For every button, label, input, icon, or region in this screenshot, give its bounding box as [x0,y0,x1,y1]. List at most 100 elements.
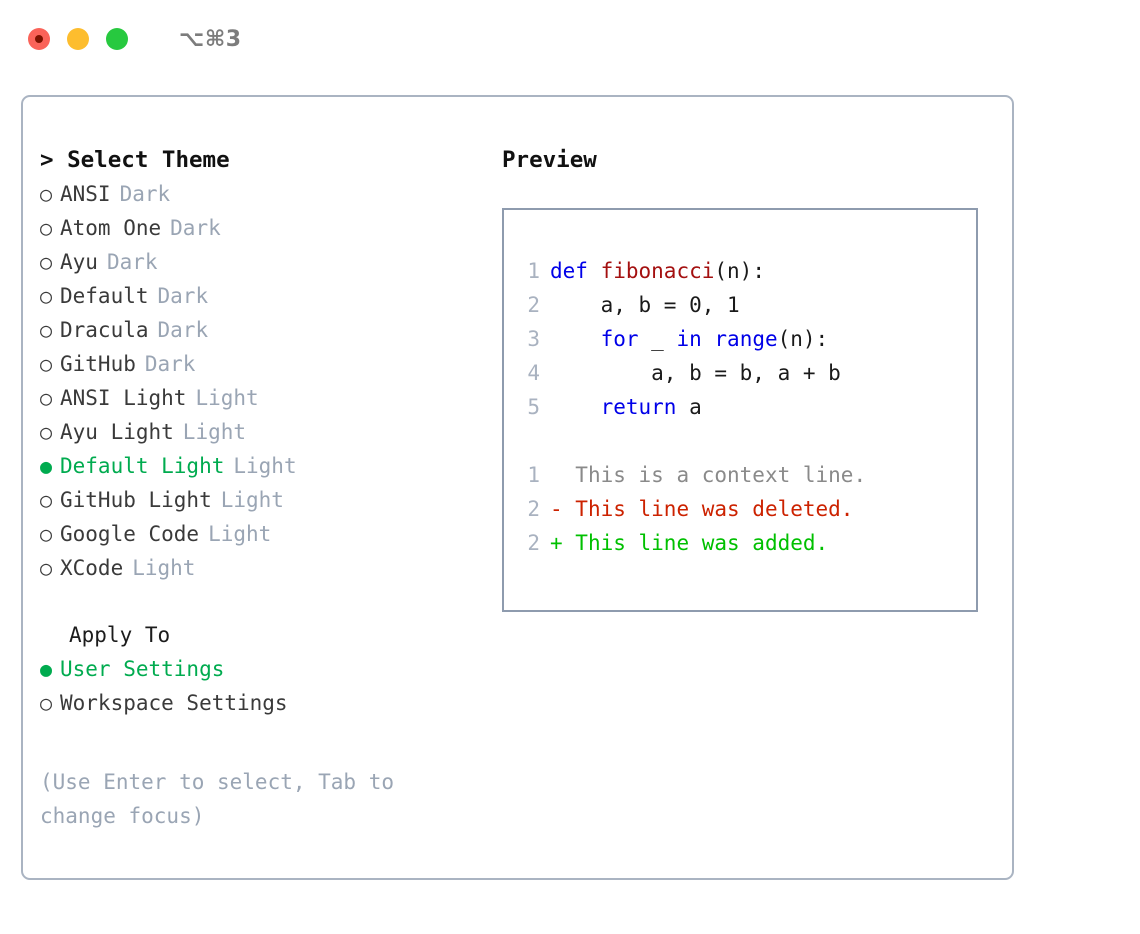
theme-option-label: Dracula [60,318,149,342]
diff-line-text: This is a context line. [562,463,867,487]
theme-option-label: Default Light [60,454,225,478]
theme-option-tag: Dark [157,284,209,308]
traffic-lights [28,28,128,50]
code-token: _ [638,327,677,351]
title-bar: ⌥⌘3 [0,0,1140,78]
theme-option-label: GitHub Light [60,488,212,512]
theme-option[interactable]: ○ Ayu Light Light [40,415,500,449]
apply-to-group: Apply To ●User Settings○Workspace Settin… [40,618,500,720]
select-theme-header: > Select Theme [40,147,230,173]
apply-to-label: Apply To [69,623,171,647]
code-token [550,395,601,419]
apply-to-list[interactable]: ●User Settings○Workspace Settings [40,652,500,720]
radio-unselected-icon: ○ [40,284,53,308]
code-line-text: def fibonacci(n): [550,254,765,288]
radio-unselected-icon: ○ [40,386,53,410]
code-line: 4 a, b = b, a + b [504,356,976,390]
theme-option[interactable]: ○ Dracula Dark [40,313,500,347]
theme-option-label: ANSI [60,182,111,206]
code-line-text: a, b = 0, 1 [550,288,740,322]
radio-unselected-icon: ○ [40,182,53,206]
radio-unselected-icon: ○ [40,488,53,512]
diff-line-text: This line was added. [562,531,829,555]
code-spacer [504,424,976,458]
code-line-number: 3 [527,327,540,351]
code-token: a, b = b, a + b [550,361,841,385]
apply-to-option[interactable]: ○Workspace Settings [40,686,500,720]
theme-option-tag: Light [233,454,297,478]
zoom-button[interactable] [106,28,128,50]
theme-option-tag: Light [208,522,272,546]
recording-dot-icon [35,35,43,43]
theme-option-tag: Dark [106,250,158,274]
theme-option-tag: Light [182,420,247,444]
theme-option-tag: Dark [144,352,196,376]
apply-to-option[interactable]: ●User Settings [40,652,500,686]
theme-option-tag: Light [220,488,284,512]
code-line-number: 1 [527,259,540,283]
code-token: a [676,395,702,419]
radio-unselected-icon: ○ [40,318,53,342]
theme-option-label: Default [60,284,149,308]
code-line-text: return a [550,390,702,424]
radio-unselected-icon: ○ [40,216,53,240]
radio-unselected-icon: ○ [40,420,53,444]
radio-unselected-icon: ○ [40,522,53,546]
diff-line: 2+ This line was added. [504,526,976,560]
diff-line-number: 1 [527,463,540,487]
theme-option-label: GitHub [60,352,136,376]
theme-option[interactable]: ○ Ayu Dark [40,245,500,279]
code-token: in [676,327,702,351]
diff-marker: - [550,497,563,521]
code-token: return [600,395,677,419]
diff-line-number: 2 [527,497,540,521]
diff-marker: + [550,531,563,555]
theme-option-label: Ayu [60,250,98,274]
apply-to-option-label: Workspace Settings [60,691,288,715]
code-line: 1 def fibonacci(n): [504,254,976,288]
code-line: 3 for _ in range(n): [504,322,976,356]
code-token: fibonacci [600,259,715,283]
code-line: 2 a, b = 0, 1 [504,288,976,322]
diff-line: 2- This line was deleted. [504,492,976,526]
diff-marker [550,458,563,492]
theme-option-tag: Dark [119,182,171,206]
theme-option-label: Google Code [60,522,200,546]
theme-option-tag: Dark [157,318,209,342]
keyboard-hint: (Use Enter to select, Tab to change focu… [40,770,407,828]
theme-option[interactable]: ○ GitHub Light Light [40,483,500,517]
code-line-text: a, b = b, a + b [550,356,841,390]
theme-option-tag: Light [195,386,259,410]
theme-option[interactable]: ○ ANSI Light Light [40,381,500,415]
radio-unselected-icon: ○ [40,352,53,376]
close-button[interactable] [28,28,50,50]
code-token: def [550,259,588,283]
theme-option-label: ANSI Light [60,386,187,410]
radio-unselected-icon: ○ [40,250,53,274]
code-token: a, b = 0, 1 [550,293,740,317]
diff-line: 1 This is a context line. [504,458,976,492]
preview-title: Preview [502,147,597,173]
theme-option[interactable]: ○ ANSI Dark [40,177,500,211]
code-token: (n): [714,259,765,283]
code-token [588,259,601,283]
theme-option[interactable]: ○ Google Code Light [40,517,500,551]
theme-option[interactable]: ○ GitHub Dark [40,347,500,381]
radio-unselected-icon: ○ [40,556,53,580]
theme-option-tag: Light [132,556,196,580]
theme-option-label: Ayu Light [60,420,174,444]
window-title-shortcut: ⌥⌘3 [179,26,242,52]
theme-option-label: Atom One [60,216,162,240]
minimize-button[interactable] [67,28,89,50]
theme-option[interactable]: ○ Default Dark [40,279,500,313]
